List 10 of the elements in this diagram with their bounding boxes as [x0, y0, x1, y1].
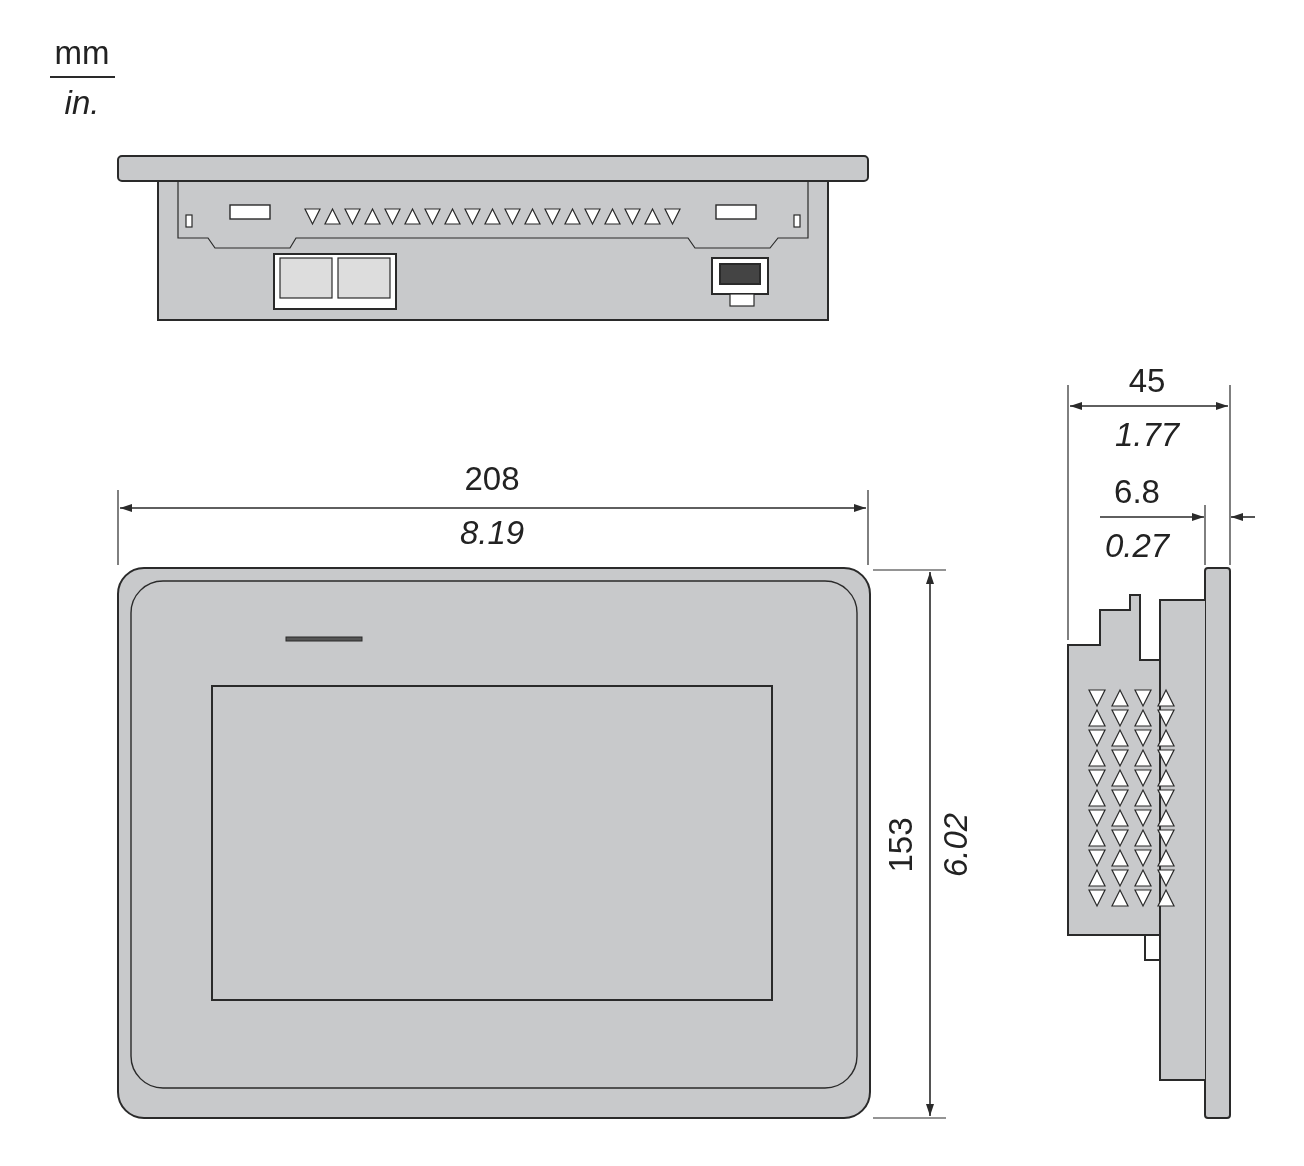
dimension-value: 6.02 — [938, 812, 972, 878]
dimension-value: 153 — [883, 817, 917, 873]
unit-label: mm — [54, 35, 110, 69]
dimension-value: 8.19 — [459, 515, 525, 549]
dimension-value: 208 — [464, 461, 520, 495]
dimension-value: 6.8 — [1114, 474, 1160, 508]
dimension-value: 0.27 — [1104, 528, 1170, 562]
dimension-value: 45 — [1128, 363, 1166, 397]
dimension-value: 1.77 — [1114, 417, 1180, 451]
unit-label: in. — [64, 85, 100, 119]
